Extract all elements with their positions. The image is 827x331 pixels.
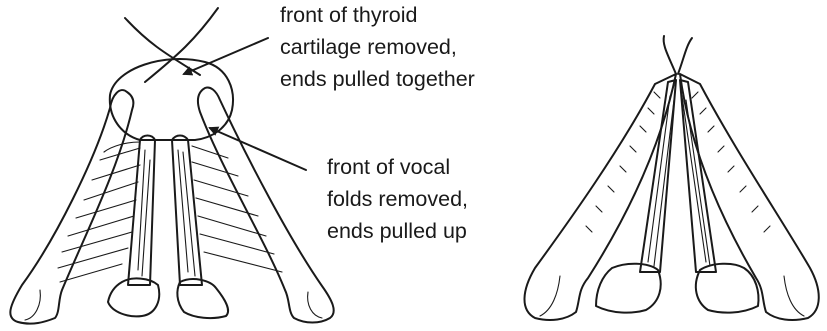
left-vocal-fold-right-texture [178,150,195,276]
right-vocal-fold-left [640,80,676,272]
vocal-folds-annotation-line-1: front of vocal [327,151,468,183]
thyroid-annotation: front of thyroid cartilage removed, ends… [280,0,475,95]
right-cartilage-arm-right [680,74,819,320]
right-top-strands [664,36,692,74]
vocal-folds-annotation: front of vocal folds removed, ends pulle… [327,151,468,247]
left-top-crossing-strands [125,8,218,82]
right-cartilage-arm-left-shading [540,276,560,316]
thyroid-annotation-line-3: ends pulled together [280,63,475,95]
left-vocal-fold-left-texture [138,150,150,276]
left-muscle-hatching-left [58,142,140,282]
vocal-folds-annotation-line-2: folds removed, [327,183,468,215]
thyroid-annotation-line-2: cartilage removed, [280,31,475,63]
right-larynx-illustration [524,36,818,320]
thyroid-pointer-arrow [184,38,268,74]
vocal-folds-annotation-line-3: ends pulled up [327,215,468,247]
right-cartilage-hatching [586,92,770,232]
right-cartilage-arm-right-shading [784,276,804,316]
left-cartilage-arm-right-shading [308,292,322,318]
left-cartilage-arm-left-shading [25,290,40,320]
thyroid-annotation-line-1: front of thyroid [280,0,475,31]
right-vocal-fold-texture [648,96,710,266]
vocal-folds-pointer-arrow [210,128,306,170]
